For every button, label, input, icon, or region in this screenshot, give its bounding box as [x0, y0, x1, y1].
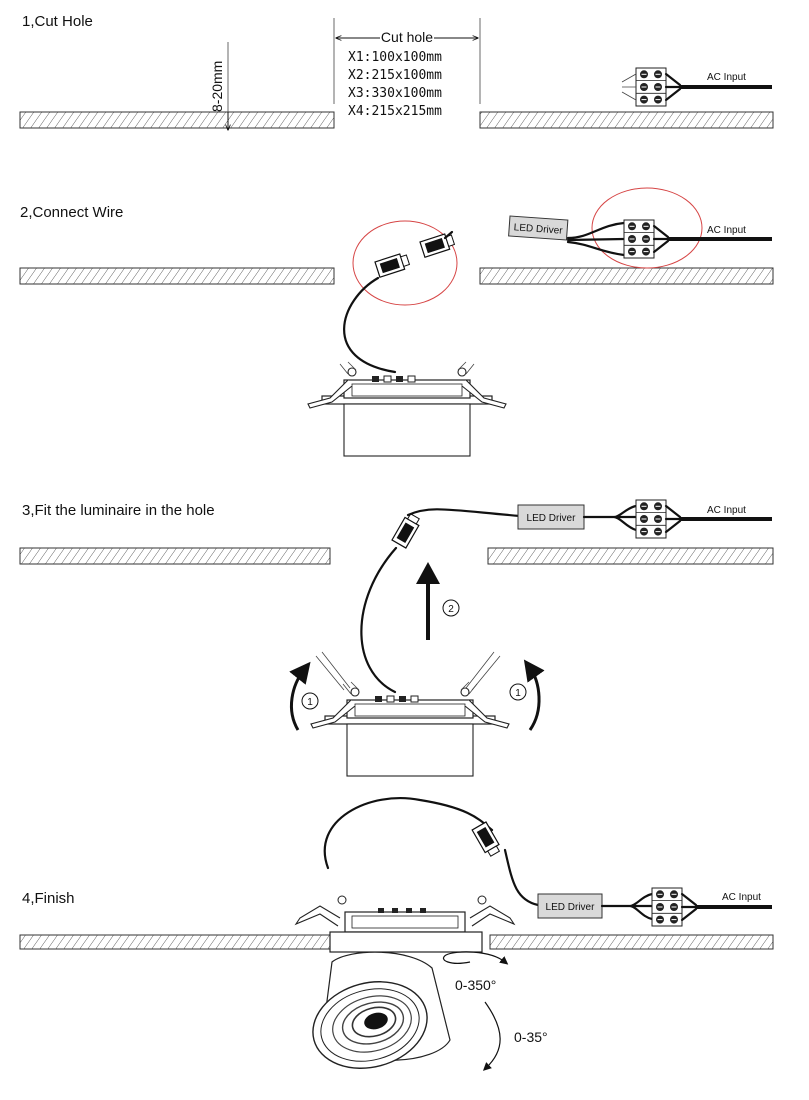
- spotlight-head: [312, 951, 451, 1069]
- step-1-title: 1,Cut Hole: [22, 13, 93, 30]
- marker-2: 2: [448, 604, 454, 615]
- thickness-label: 8-20mm: [209, 61, 225, 112]
- ceiling-left-2: [19, 267, 335, 285]
- cut-size-2: X2:215x100mm: [348, 68, 442, 83]
- terminal-block-4: [651, 887, 683, 927]
- svg-text:LED Driver: LED Driver: [527, 513, 577, 524]
- rotation-label: 0-350°: [455, 977, 496, 993]
- led-driver-2: LED Driver: [508, 215, 569, 241]
- ac-input-label-1: AC Input: [707, 72, 746, 83]
- step-3-title: 3,Fit the luminaire in the hole: [22, 502, 215, 519]
- step-4: 4,Finish LED Driver AC Input: [19, 796, 774, 1071]
- step-2: 2,Connect Wire LED Driver AC Input: [19, 187, 774, 457]
- fixture-step-3: [310, 681, 510, 777]
- svg-text:LED Driver: LED Driver: [513, 222, 563, 236]
- connector-female: [419, 231, 456, 258]
- ac-input-label-2: AC Input: [707, 225, 746, 236]
- ceiling-left-3: [19, 547, 331, 565]
- tilt-label: 0-35°: [514, 1029, 548, 1045]
- marker-1-right: 1: [515, 688, 521, 699]
- connector-step-3: [391, 511, 423, 549]
- svg-text:LED Driver: LED Driver: [546, 902, 596, 913]
- step-2-title: 2,Connect Wire: [20, 204, 123, 221]
- terminal-block-1: [635, 67, 667, 107]
- cut-hole-heading: Cut hole: [381, 29, 433, 45]
- ceiling-right-4: [489, 934, 774, 950]
- ceiling-left: [19, 111, 335, 129]
- connector-step-4: [471, 821, 503, 859]
- marker-1-left: 1: [307, 697, 313, 708]
- ceiling-right-3: [487, 547, 774, 565]
- led-driver-3: LED Driver: [517, 504, 585, 530]
- step-1: 1,Cut Hole 8-20mm Cut hole X1:100x100mm …: [19, 13, 774, 130]
- highlight-connector: [352, 220, 458, 306]
- cut-size-4: X4:215x215mm: [348, 104, 442, 119]
- terminal-block-3: [635, 499, 667, 539]
- terminal-block-2: [623, 219, 655, 259]
- cut-size-3: X3:330x100mm: [348, 86, 442, 101]
- ceiling-right-2: [479, 267, 774, 285]
- step-3: 3,Fit the luminaire in the hole LED Driv…: [19, 499, 774, 777]
- connector-male: [374, 251, 411, 278]
- highlight-terminal: [591, 187, 703, 269]
- ac-input-label-4: AC Input: [722, 892, 761, 903]
- ac-input-label-3: AC Input: [707, 505, 746, 516]
- cut-size-1: X1:100x100mm: [348, 50, 442, 65]
- fixture-step-2: [307, 361, 507, 457]
- ceiling-right: [479, 111, 774, 129]
- led-driver-4: LED Driver: [537, 893, 603, 919]
- step-4-title: 4,Finish: [22, 890, 75, 907]
- ceiling-left-4: [19, 934, 331, 950]
